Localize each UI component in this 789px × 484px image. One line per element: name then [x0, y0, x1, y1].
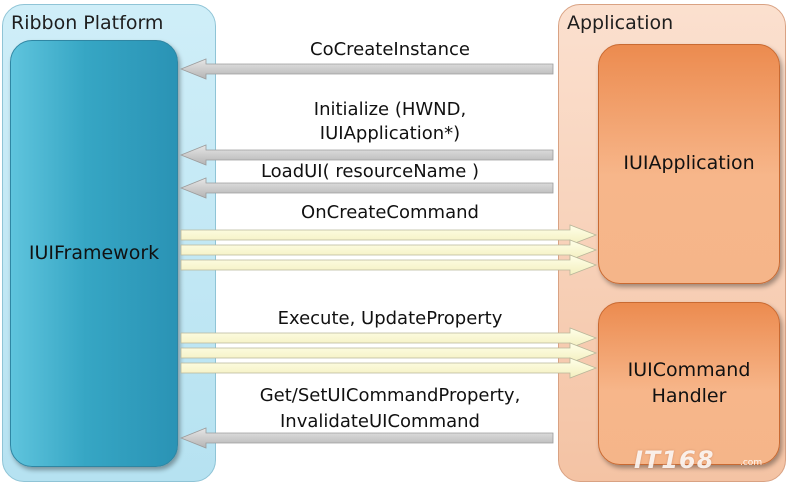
iuiapplication-label: IUIApplication	[623, 152, 755, 175]
label-getset-line2: InvalidateUICommand	[280, 411, 480, 432]
arrow-initialize	[179, 144, 554, 166]
iuicommandhandler-line1: IUICommand	[627, 358, 751, 381]
label-getset-line1: Get/SetUICommandProperty,	[259, 385, 521, 406]
arrow-loadui	[179, 177, 554, 199]
arrow-cocreateinstance	[179, 58, 554, 80]
arrow-oncreatecommand-2	[180, 239, 598, 261]
arrow-execute-2	[180, 342, 598, 364]
label-execute-updateproperty: Execute, UpdateProperty	[277, 308, 503, 329]
label-cocreateinstance: CoCreateInstance	[310, 39, 470, 60]
iuicommandhandler-box: IUICommand Handler	[598, 302, 780, 465]
arrow-get-set-property	[179, 427, 554, 449]
it168-watermark-suffix: .com	[740, 458, 763, 468]
ribbon-platform-title: Ribbon Platform	[11, 12, 164, 34]
arrow-execute-1	[180, 327, 598, 349]
label-loadui: LoadUI( resourceName )	[260, 161, 480, 182]
label-initialize-line2: IUIApplication*)	[319, 123, 461, 144]
iuiapplication-box: IUIApplication	[598, 44, 780, 284]
arrow-oncreatecommand-1	[180, 224, 598, 246]
iuiframework-label: IUIFramework	[28, 241, 160, 264]
it168-watermark-logo: IT168	[634, 446, 715, 474]
label-initialize-line1: Initialize (HWND,	[313, 99, 467, 120]
application-title: Application	[567, 12, 674, 34]
iuicommandhandler-label: IUICommand Handler	[628, 358, 751, 409]
arrow-oncreatecommand-3	[180, 254, 598, 276]
label-oncreatecommand: OnCreateCommand	[301, 202, 479, 223]
arrow-execute-3	[180, 357, 598, 379]
iuiframework-box: IUIFramework	[10, 40, 178, 467]
iuicommandhandler-line2: Handler	[651, 384, 727, 407]
